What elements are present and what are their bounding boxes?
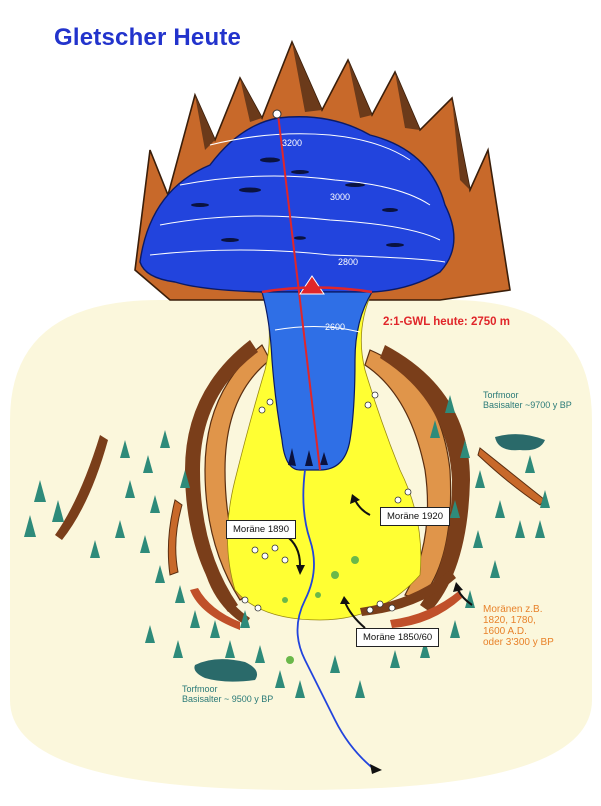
older-moraines-line4: oder 3'300 y BP	[483, 637, 554, 648]
summit-marker	[273, 110, 281, 118]
peat-bog-left-line1: Torfmoor	[182, 684, 273, 694]
moraine-1920-label: Moräne 1920	[380, 507, 450, 526]
moraine-1850-label: Moräne 1850/60	[356, 628, 439, 647]
contour-label-2600: 2600	[325, 322, 345, 332]
older-moraines-line3: 1600 A.D.	[483, 626, 554, 637]
page-title: Gletscher Heute	[54, 24, 241, 52]
older-moraines-label: Moränen z.B. 1820, 1780, 1600 A.D. oder …	[483, 604, 554, 648]
peat-bog-right-line1: Torfmoor	[483, 390, 572, 400]
contour-label-3000: 3000	[330, 192, 350, 202]
peat-bog-right-line2: Basisalter ~9700 y BP	[483, 400, 572, 410]
older-moraines-line1: Moränen z.B.	[483, 604, 554, 615]
peat-bog-left-label: Torfmoor Basisalter ~ 9500 y BP	[182, 684, 273, 704]
contour-label-3200: 3200	[282, 138, 302, 148]
peat-bog-left-line2: Basisalter ~ 9500 y BP	[182, 694, 273, 704]
older-moraines-line2: 1820, 1780,	[483, 615, 554, 626]
peat-bog-right-label: Torfmoor Basisalter ~9700 y BP	[483, 390, 572, 410]
contour-label-2800: 2800	[338, 257, 358, 267]
moraine-1890-label: Moräne 1890	[226, 520, 296, 539]
gwl-label: 2:1-GWL heute: 2750 m	[383, 316, 510, 328]
